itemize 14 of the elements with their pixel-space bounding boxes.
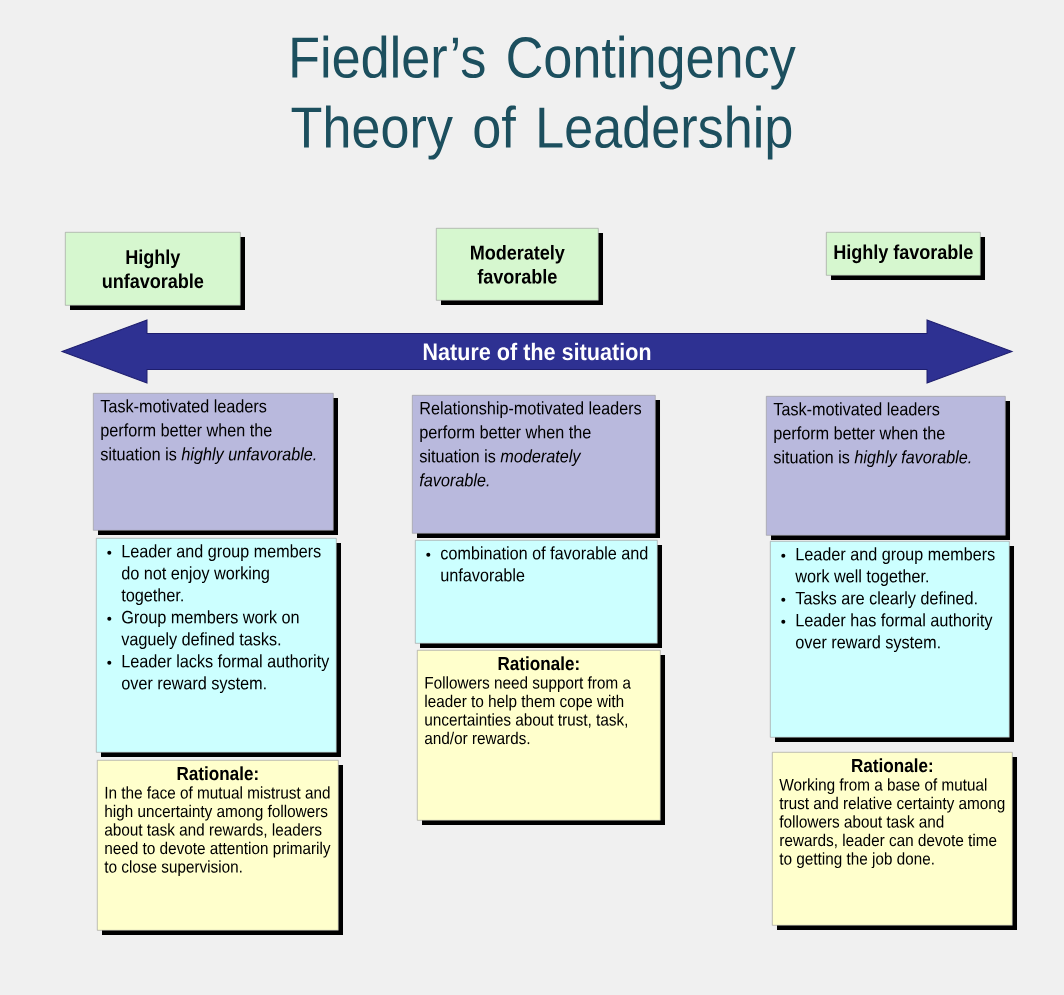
bullet-list-box: Leader and group members work well together. Tasks are clearly defined. Leader has formal authority over reward system. <box>770 541 1014 742</box>
statement-box: Task-motivated leaders perform better when the situation is highly unfavorable. <box>93 393 338 535</box>
category-box: Moderately favorable <box>436 228 603 305</box>
category-box: Highly favorable <box>826 232 985 280</box>
double-arrow-band: Nature of the situation <box>61 319 1013 384</box>
rationale-box: Rationale: Working from a base of mutual trust and relative certainty among followers about task and rewards, leader can devote time to getting the job done. <box>772 752 1017 930</box>
title: Fiedler’s Contingency Theory of Leadership <box>291 35 796 160</box>
statement-box: Task-motivated leaders perform better when the situation is highly favorable. <box>766 396 1010 540</box>
statement-box: Relationship-motivated leaders perform better when the situation is moderately favorable. <box>412 395 660 538</box>
bullet-list-box: Leader and group members do not enjoy working together. Group members work on vaguely defined tasks. Leader lacks formal authority over reward system. <box>96 538 341 757</box>
bullet-list-box: combination of favorable and unfavorable <box>415 540 662 648</box>
rationale-box: Rationale: Followers need support from a leader to help them cope with uncertainties about trust, task, and/or rewards. <box>417 650 665 825</box>
category-box: Highly unfavorable <box>65 232 245 310</box>
rationale-box: Rationale: In the face of mutual mistrust and high uncertainty among followers about task and rewards, leaders need to devote attention primarily to close supervision. <box>97 760 343 935</box>
